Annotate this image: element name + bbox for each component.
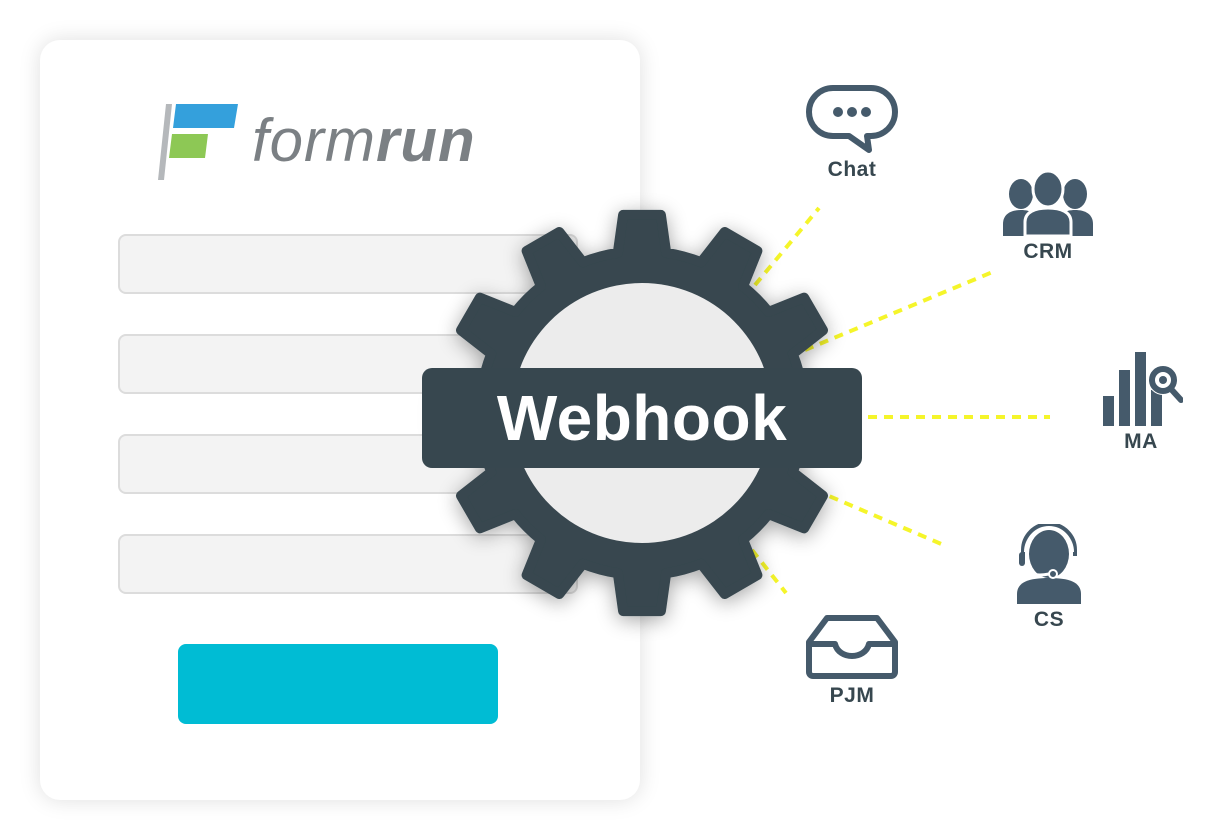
form-field-1[interactable] (118, 234, 578, 294)
service-ma: MA (1098, 350, 1184, 454)
webhook-banner: Webhook (422, 368, 862, 468)
connector-pjm (750, 548, 788, 595)
submit-button[interactable] (178, 644, 498, 724)
people-group-icon (1003, 170, 1093, 236)
formrun-logo: formrun (158, 102, 508, 182)
webhook-label: Webhook (496, 382, 788, 454)
logo-wordmark: formrun (252, 106, 476, 176)
service-label-chat: Chat (827, 158, 877, 181)
service-crm: CRM (1000, 170, 1096, 264)
form-field-4[interactable] (118, 534, 578, 594)
service-pjm: PJM (802, 614, 902, 708)
service-label-ma: MA (1124, 430, 1158, 453)
service-label-crm: CRM (1023, 240, 1073, 263)
logo-word-form: form (252, 107, 376, 174)
logo-word-run: run (376, 107, 476, 174)
service-label-cs: CS (1033, 608, 1065, 631)
connector-chat (753, 206, 821, 287)
chat-bubble-icon (806, 85, 898, 153)
bar-chart-search-icon (1103, 352, 1183, 426)
connector-cs (814, 488, 947, 548)
formrun-flag-icon (158, 104, 238, 180)
service-cs: CS (1012, 524, 1086, 632)
inbox-tray-icon (806, 615, 898, 679)
headset-operator-icon (1017, 524, 1081, 604)
service-label-pjm: PJM (829, 684, 875, 707)
connector-crm (804, 269, 996, 352)
service-chat: Chat (800, 84, 904, 182)
